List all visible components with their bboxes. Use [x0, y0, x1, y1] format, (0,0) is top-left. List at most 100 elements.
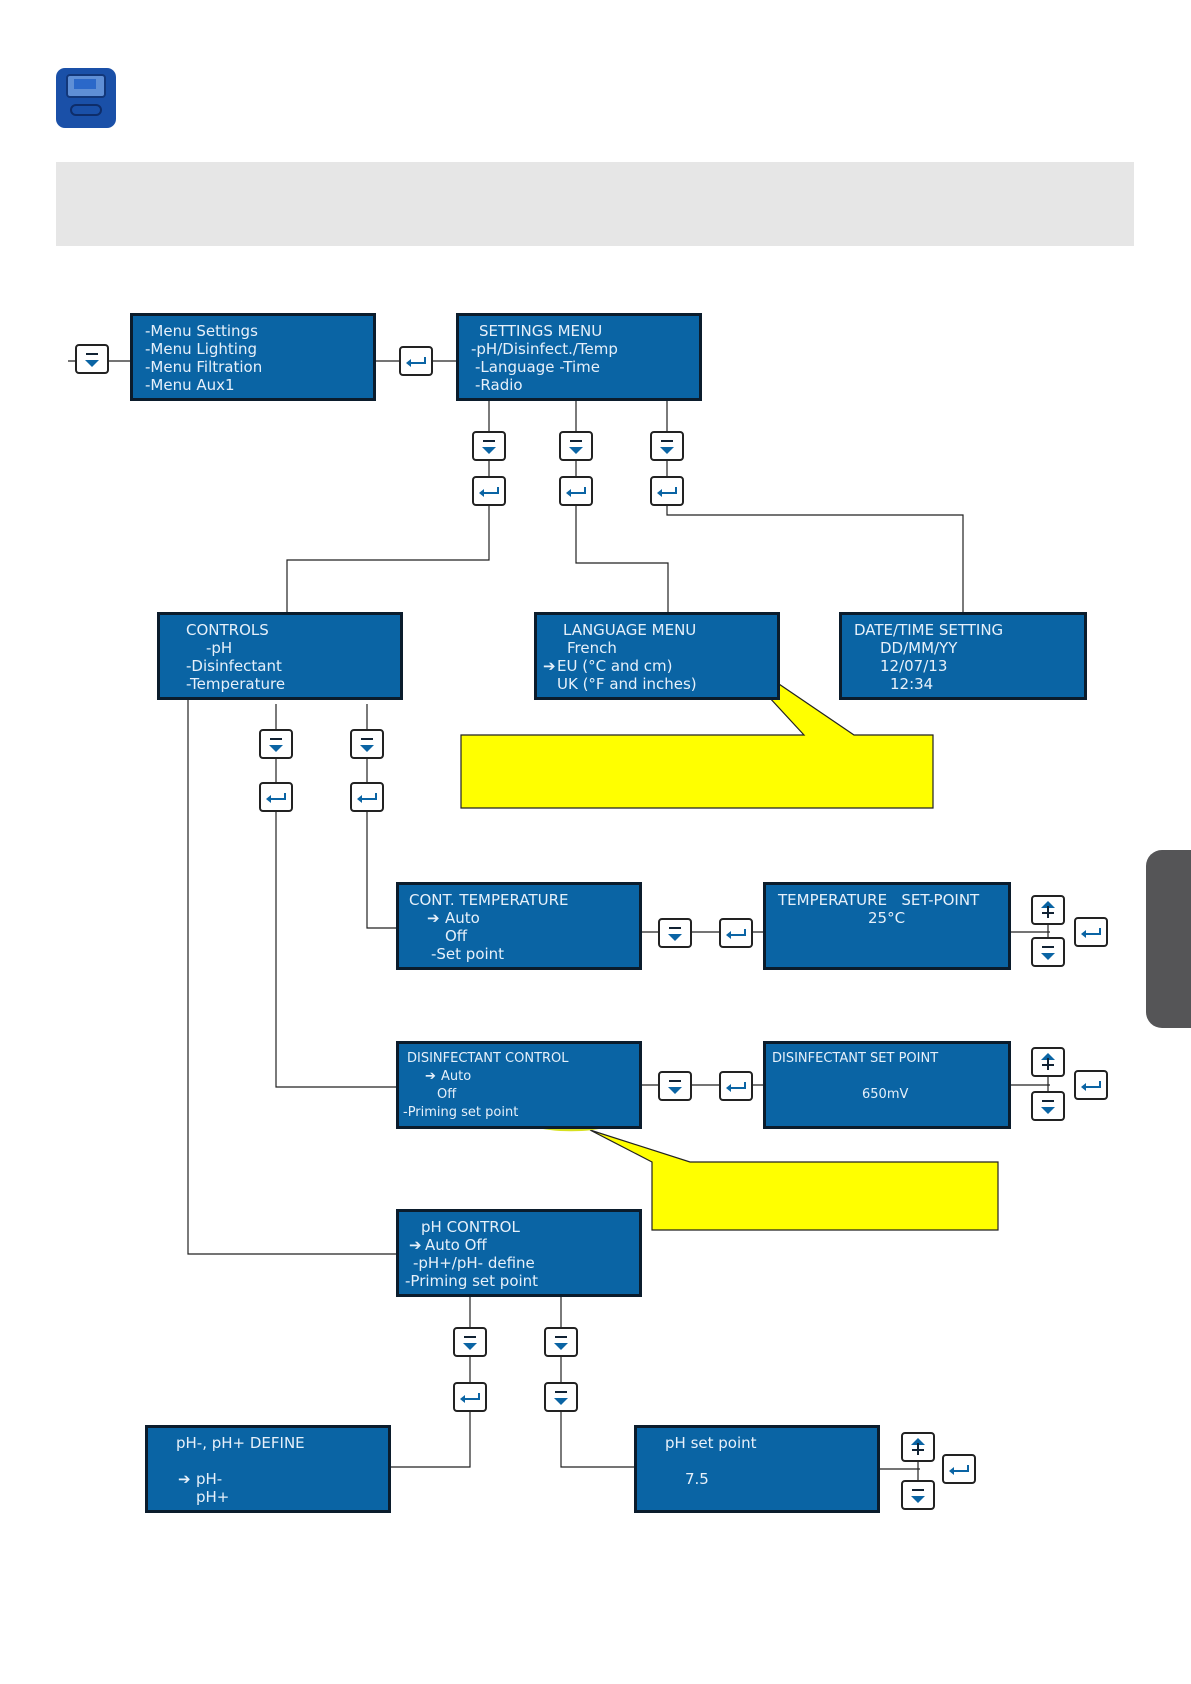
- screen-line: Off: [445, 927, 468, 945]
- down-button[interactable]: [453, 1327, 487, 1357]
- screen-line: pH+: [196, 1488, 230, 1506]
- enter-button[interactable]: [350, 782, 384, 812]
- screen-title: CONT. TEMPERATURE: [409, 891, 569, 909]
- down-button-icon: [554, 1336, 568, 1350]
- cont-temperature-screen: CONT. TEMPERATURE ➔ Auto Off -Set point: [396, 882, 642, 970]
- down-button-icon: [1041, 1100, 1055, 1114]
- enter-button-icon: [479, 487, 499, 497]
- down-button[interactable]: [544, 1382, 578, 1412]
- pool-controller-device-icon: [56, 68, 116, 128]
- enter-button-icon: [266, 793, 286, 803]
- screen-title: pH set point: [665, 1434, 757, 1452]
- down-button[interactable]: [658, 918, 692, 948]
- screen-title: TEMPERATURE SET-POINT: [778, 891, 980, 909]
- down-button-icon: [463, 1336, 477, 1350]
- header-banner: [56, 162, 1134, 246]
- down-button[interactable]: [544, 1327, 578, 1357]
- enter-button[interactable]: [719, 1071, 753, 1101]
- down-button[interactable]: [259, 729, 293, 759]
- up-button[interactable]: [1031, 1047, 1065, 1077]
- screen-line: 12:34: [890, 675, 934, 693]
- up-button[interactable]: [901, 1432, 935, 1462]
- down-button-icon: [554, 1391, 568, 1405]
- enter-button[interactable]: [399, 346, 433, 376]
- down-button[interactable]: [350, 729, 384, 759]
- up-button[interactable]: [1031, 895, 1065, 925]
- screen-title: DISINFECTANT CONTROL: [407, 1051, 569, 1066]
- screen-line: -Set point: [431, 945, 505, 963]
- down-button-icon: [482, 440, 496, 454]
- screen-line: -Temperature: [186, 675, 286, 693]
- screen-line: -Radio: [475, 376, 523, 394]
- enter-button[interactable]: [1074, 917, 1108, 947]
- enter-button[interactable]: [942, 1454, 976, 1484]
- screen-title: SETTINGS MENU: [479, 322, 603, 340]
- screen-line: DD/MM/YY: [880, 639, 958, 657]
- down-button[interactable]: [1031, 937, 1065, 967]
- down-button-icon: [360, 738, 374, 752]
- down-button[interactable]: [650, 431, 684, 461]
- enter-button-icon: [1081, 1081, 1101, 1091]
- section-side-tab: [1146, 850, 1191, 1028]
- enter-button[interactable]: [472, 476, 506, 506]
- screen-title: DISINFECTANT SET POINT: [772, 1051, 939, 1066]
- enter-button[interactable]: [559, 476, 593, 506]
- screen-line: UK (°F and inches): [557, 675, 697, 693]
- enter-button[interactable]: [259, 782, 293, 812]
- down-button[interactable]: [75, 344, 109, 374]
- enter-button[interactable]: [453, 1382, 487, 1412]
- screen-line: Auto: [441, 1069, 472, 1084]
- enter-button[interactable]: [1074, 1070, 1108, 1100]
- screen-line: -pH/Disinfect./Temp: [471, 340, 618, 358]
- up-button-icon: [1041, 901, 1055, 918]
- enter-button-icon: [1081, 928, 1101, 938]
- selection-arrow-icon: ➔: [427, 909, 440, 927]
- selection-arrow-icon: ➔: [425, 1069, 436, 1084]
- down-button-icon: [569, 440, 583, 454]
- screen-line: 650mV: [862, 1087, 909, 1102]
- enter-button[interactable]: [650, 476, 684, 506]
- down-button[interactable]: [658, 1071, 692, 1101]
- enter-button-icon: [460, 1393, 480, 1403]
- ph-define-screen: pH-, pH+ DEFINE ➔ pH- pH+: [145, 1425, 391, 1513]
- screen-line: 12/07/13: [880, 657, 948, 675]
- enter-button-icon: [566, 487, 586, 497]
- screen-line: -Priming set point: [405, 1272, 539, 1290]
- down-button[interactable]: [1031, 1091, 1065, 1121]
- enter-button[interactable]: [719, 918, 753, 948]
- screen-line: 7.5: [685, 1470, 709, 1488]
- down-button[interactable]: [559, 431, 593, 461]
- selection-arrow-icon: ➔: [409, 1236, 422, 1254]
- datetime-setting-screen: DATE/TIME SETTING DD/MM/YY 12/07/13 12:3…: [839, 612, 1087, 700]
- screen-line: -Menu Lighting: [145, 340, 257, 358]
- disinfectant-setpoint-screen: DISINFECTANT SET POINT 650mV: [763, 1041, 1011, 1129]
- enter-button-icon: [726, 1082, 746, 1092]
- screen-line: EU (°C and cm): [557, 657, 673, 675]
- screen-line: French: [567, 639, 617, 657]
- settings-menu-screen: SETTINGS MENU -pH/Disinfect./Temp -Langu…: [456, 313, 702, 401]
- main-menu-screen: -Menu Settings -Menu Lighting -Menu Filt…: [130, 313, 376, 401]
- ph-setpoint-screen: pH set point 7.5: [634, 1425, 880, 1513]
- enter-button-icon: [406, 357, 426, 367]
- screen-line: 25°C: [868, 909, 906, 927]
- enter-button-icon: [949, 1465, 969, 1475]
- down-button-icon: [660, 440, 674, 454]
- enter-button-icon: [357, 793, 377, 803]
- down-button-icon: [269, 738, 283, 752]
- down-button-icon: [911, 1489, 925, 1503]
- down-button[interactable]: [472, 431, 506, 461]
- down-button-icon: [1041, 946, 1055, 960]
- down-button[interactable]: [901, 1480, 935, 1510]
- screen-line: -Language -Time: [475, 358, 600, 376]
- down-button-icon: [85, 353, 99, 367]
- screen-line: -Menu Filtration: [145, 358, 263, 376]
- screen-title: pH-, pH+ DEFINE: [176, 1434, 305, 1452]
- screen-line: Auto: [445, 909, 480, 927]
- screen-title: DATE/TIME SETTING: [854, 621, 1004, 639]
- screen-line: -Menu Settings: [145, 322, 258, 340]
- screen-line: -Disinfectant: [186, 657, 282, 675]
- temperature-setpoint-screen: TEMPERATURE SET-POINT 25°C: [763, 882, 1011, 970]
- screen-title: CONTROLS: [186, 621, 269, 639]
- selection-arrow-icon: ➔: [543, 657, 556, 675]
